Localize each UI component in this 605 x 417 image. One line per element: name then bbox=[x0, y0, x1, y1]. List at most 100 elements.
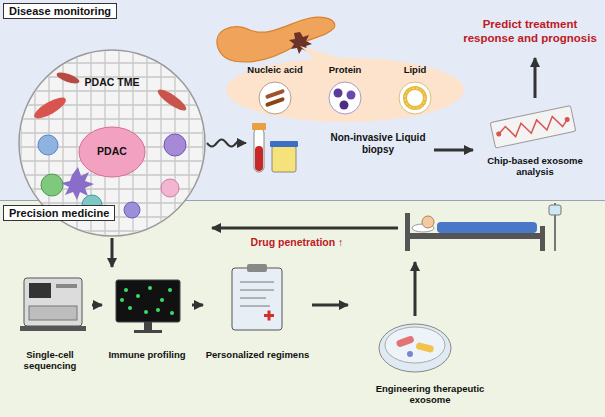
step-box: Non-invasive Liquid biopsy bbox=[248, 120, 432, 178]
tme-illustration-part bbox=[31, 94, 68, 122]
flow-arrow bbox=[207, 139, 246, 146]
protein-icon-part bbox=[334, 89, 343, 98]
flow-arrow bbox=[312, 304, 348, 307]
tme-illustration-part bbox=[161, 179, 179, 197]
biomarker-circle: Lipid bbox=[380, 62, 450, 118]
petri-dish-part bbox=[385, 327, 445, 363]
node-label: Personalized regimens bbox=[205, 349, 310, 360]
delivery-arrows-part bbox=[212, 227, 398, 230]
immune-monitor-part bbox=[120, 298, 124, 302]
sample-tubes bbox=[252, 123, 298, 172]
clipboard-illustration-part bbox=[240, 282, 274, 283]
step-box: Chip-based exosome analysis bbox=[475, 100, 595, 190]
chip-illustration-part bbox=[490, 106, 576, 148]
sequencer-illustration-part bbox=[29, 306, 77, 320]
lipid-icon-part bbox=[405, 88, 425, 108]
patient-bed-part bbox=[405, 233, 545, 239]
node-label: Predict treatment response and prognosis bbox=[460, 18, 600, 46]
tme-illustration-part bbox=[82, 195, 102, 215]
tme-illustration-part bbox=[20, 51, 204, 235]
immune-monitor-part bbox=[116, 280, 180, 322]
protein-icon bbox=[329, 82, 361, 114]
biomarker-circle: Nucleic acid bbox=[240, 62, 310, 118]
sequencer-illustration-part bbox=[24, 278, 82, 326]
sample-tubes-part bbox=[270, 141, 298, 147]
flow-arrow bbox=[92, 304, 102, 307]
node-label: Lipid bbox=[380, 64, 450, 75]
flow-arrow bbox=[192, 304, 203, 307]
clipboard-illustration-part bbox=[240, 306, 270, 307]
chip-illustration-part bbox=[564, 117, 570, 123]
sequencer-illustration-part bbox=[56, 284, 77, 288]
clipboard-illustration-part bbox=[268, 311, 271, 321]
protein-icon-part bbox=[340, 101, 349, 110]
exosome-cargo-balloon-part bbox=[226, 58, 464, 122]
protein-icon-part bbox=[329, 82, 361, 114]
lipid-icon-part bbox=[405, 88, 425, 108]
patient-bed-part bbox=[540, 226, 545, 251]
immune-monitor-part bbox=[148, 286, 152, 290]
panel-tag: Precision medicine bbox=[3, 205, 115, 221]
clipboard-illustration-part bbox=[240, 298, 266, 299]
node-label: Chip-based exosome analysis bbox=[480, 155, 590, 178]
protein-icon-part bbox=[347, 91, 356, 100]
lipid-icon bbox=[399, 82, 431, 114]
clipboard-illustration-part bbox=[240, 290, 274, 291]
clipboard-illustration-part bbox=[232, 268, 282, 330]
node-label: Engineering therapeutic exosome bbox=[365, 383, 495, 406]
note-label: Drug penetration ↑ bbox=[222, 236, 372, 249]
chip-illustration-part bbox=[496, 131, 502, 137]
biomarker-circle: Protein bbox=[310, 62, 380, 118]
panel-tag: Disease monitoring bbox=[3, 3, 117, 19]
step-box: Personalized regimens bbox=[205, 263, 310, 393]
immune-monitor-part bbox=[170, 311, 174, 315]
immune-monitor-part bbox=[168, 288, 172, 292]
tme-circle: PDAC TME PDAC bbox=[19, 50, 205, 236]
clipboard-illustration bbox=[232, 264, 282, 330]
petri-dish-part bbox=[415, 342, 434, 353]
sample-tubes-part bbox=[255, 146, 263, 171]
flow-arrow bbox=[111, 238, 114, 267]
node-label: Non-invasive Liquid biopsy bbox=[328, 132, 428, 156]
immune-monitor-part bbox=[156, 308, 160, 312]
petri-dish-part bbox=[396, 335, 415, 348]
node-label: Protein bbox=[310, 64, 380, 75]
immune-monitor-part bbox=[136, 294, 140, 298]
nucleic-acid-icon bbox=[259, 82, 291, 114]
node-label: PDAC TME bbox=[62, 76, 162, 89]
chip-illustration-part bbox=[497, 114, 568, 140]
flow-arrow bbox=[534, 58, 537, 98]
petri-dish-part bbox=[407, 351, 413, 357]
sequencer-illustration-part bbox=[20, 326, 86, 331]
patient-bed-part bbox=[549, 205, 561, 215]
immune-monitor bbox=[116, 280, 180, 333]
nucleic-acid-icon-part bbox=[265, 97, 285, 108]
delivery-arrows-part bbox=[414, 262, 417, 316]
immune-monitor-part bbox=[128, 306, 132, 310]
flow-arrow bbox=[434, 149, 473, 152]
sample-tubes-part bbox=[272, 146, 296, 172]
clipboard-illustration-part bbox=[247, 264, 267, 272]
outcome-box: Predict treatment response and prognosis bbox=[460, 16, 600, 56]
tme-illustration-part bbox=[19, 50, 205, 236]
immune-monitor-part bbox=[160, 298, 164, 302]
node-label: PDAC bbox=[82, 145, 142, 158]
immune-monitor-part bbox=[134, 330, 162, 333]
node-label: Immune profiling bbox=[104, 349, 190, 360]
patient-bed-part bbox=[405, 213, 410, 251]
tme-illustration-part bbox=[155, 86, 189, 114]
tme-illustration-part bbox=[61, 167, 94, 200]
sequencer-illustration bbox=[20, 278, 86, 331]
immune-monitor-part bbox=[144, 322, 152, 330]
tme-illustration-part bbox=[124, 202, 140, 218]
step-box: Engineering therapeutic exosome bbox=[350, 301, 510, 413]
sample-tubes-part bbox=[254, 128, 264, 172]
tme-illustration bbox=[19, 50, 205, 236]
tme-illustration-part bbox=[38, 135, 58, 155]
exosome-cargo-balloon bbox=[226, 46, 464, 122]
sequencer-illustration-part bbox=[29, 283, 51, 298]
node-label: Nucleic acid bbox=[240, 64, 310, 75]
petri-dish-part bbox=[379, 324, 451, 372]
patient-bed-part bbox=[437, 222, 537, 233]
